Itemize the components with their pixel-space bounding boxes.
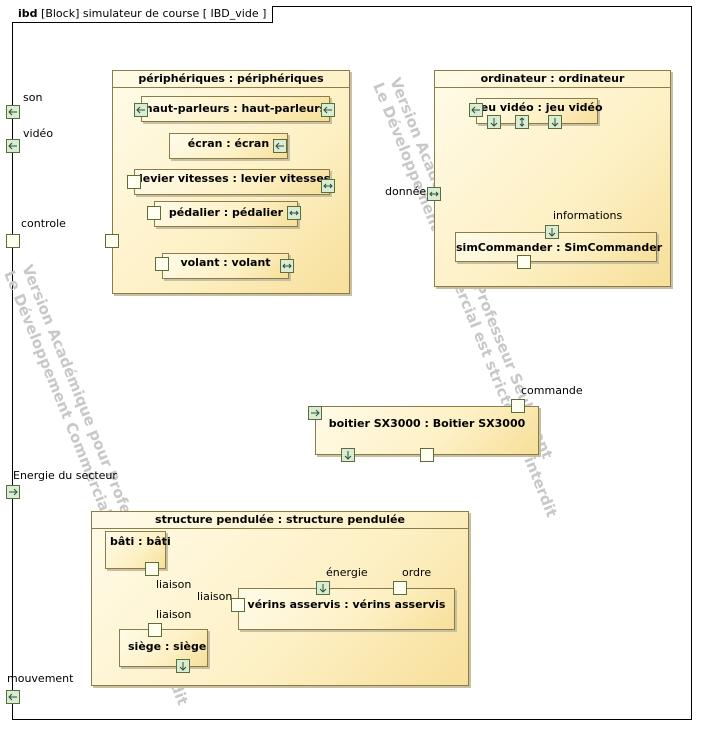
part-volant[interactable]: volant : volant (162, 253, 289, 279)
part-label: boitier SX3000 : Boitier SX3000 (328, 417, 526, 430)
part-pedalier[interactable]: pédalier : pédalier (154, 201, 298, 227)
port-boitier-bottom-2[interactable] (420, 448, 434, 462)
port-haut-parleurs-left[interactable] (134, 103, 148, 117)
connector-label-liaison-1: liaison (156, 578, 192, 591)
double-arrow-icon (429, 191, 439, 197)
diagram-frame (12, 6, 692, 720)
part-levier[interactable]: levier vitesses : levier vitesses (134, 169, 330, 195)
port-boitier-bottom-1[interactable] (341, 448, 355, 462)
arrow-down-icon (319, 584, 327, 593)
part-label: siège : siège (128, 640, 207, 653)
arrow-left-icon (471, 106, 480, 114)
boundary-port-controle[interactable] (6, 234, 20, 248)
arrow-right-icon (9, 488, 18, 496)
part-title: périphériques : périphériques (113, 71, 349, 88)
port-pedalier-right[interactable] (287, 206, 301, 220)
port-siege-bottom[interactable] (176, 659, 190, 673)
part-verins[interactable]: vérins asservis : vérins asservis (238, 588, 455, 630)
part-boitier[interactable]: boitier SX3000 : Boitier SX3000 (315, 406, 539, 455)
port-volant-left[interactable] (155, 257, 169, 271)
part-label: simCommander : SimCommander (456, 241, 663, 254)
port-peripheriques-controle[interactable] (105, 234, 119, 248)
part-title: ordinateur : ordinateur (435, 71, 670, 88)
port-label-donnees: données (385, 185, 432, 198)
arrow-down-icon (551, 118, 559, 127)
part-label: jeu vidéo : jeu vidéo (477, 101, 603, 114)
port-boitier-commande[interactable] (511, 399, 525, 413)
port-jeu-video-left[interactable] (469, 103, 483, 117)
port-label-ordre: ordre (402, 566, 432, 579)
port-boitier-in[interactable] (308, 406, 322, 420)
port-label-controle: controle (21, 217, 66, 230)
part-label: bâti : bâti (110, 535, 171, 548)
port-verins-energie[interactable] (316, 581, 330, 595)
part-label: pédalier : pédalier (168, 206, 284, 219)
boundary-port-video[interactable] (6, 139, 20, 153)
port-simcommander-informations[interactable] (545, 225, 559, 239)
port-label-informations: informations (553, 209, 623, 222)
port-label-video: vidéo (23, 127, 54, 140)
arrow-left-icon (275, 142, 284, 150)
port-volant-right[interactable] (280, 259, 294, 273)
arrow-down-icon (548, 228, 556, 237)
port-label-son: son (23, 91, 43, 104)
port-jeu-video-b1[interactable] (487, 115, 501, 129)
arrow-left-icon (8, 693, 17, 701)
port-label-energie-verins: énergie (326, 566, 368, 579)
connector-label-liaison-2: liaison (197, 590, 233, 603)
boundary-port-energie[interactable] (6, 485, 20, 499)
arrow-left-icon (8, 142, 17, 150)
port-levier-left[interactable] (127, 175, 141, 189)
frame-title: [Block] simulateur de course [ IBD_vide … (41, 7, 267, 20)
part-label: vérins asservis : vérins asservis (247, 598, 446, 611)
part-label: haut-parleurs : haut-parleurs (144, 102, 327, 115)
arrow-down-icon (179, 662, 187, 671)
port-jeu-video-b3[interactable] (548, 115, 562, 129)
arrow-left-icon (323, 106, 332, 114)
part-title: structure pendulée : structure pendulée (92, 512, 468, 529)
frame-header: ibd [Block] simulateur de course [ IBD_v… (12, 6, 274, 23)
arrow-right-icon (311, 409, 320, 417)
part-label: écran : écran (187, 137, 270, 150)
arrow-left-icon (8, 108, 17, 116)
double-arrow-icon (519, 117, 525, 127)
arrow-down-icon (344, 451, 352, 460)
port-jeu-video-b2[interactable] (515, 115, 529, 129)
port-bati[interactable] (145, 562, 159, 576)
port-pedalier-left[interactable] (147, 206, 161, 220)
port-verins-left[interactable] (231, 598, 245, 612)
port-ordinateur-donnees[interactable] (427, 187, 441, 201)
arrow-left-icon (136, 106, 145, 114)
boundary-port-son[interactable] (6, 105, 20, 119)
connector-label-liaison-3: liaison (156, 608, 192, 621)
port-haut-parleurs-right[interactable] (321, 103, 335, 117)
port-label-commande: commande (521, 384, 583, 397)
part-simcommander[interactable]: simCommander : SimCommander (455, 232, 663, 262)
part-siege[interactable]: siège : siège (119, 629, 208, 667)
frame-kind: ibd (18, 7, 38, 20)
port-label-mouvement: mouvement (7, 672, 74, 685)
port-levier-right[interactable] (321, 179, 335, 193)
part-haut-parleurs[interactable]: haut-parleurs : haut-parleurs (141, 96, 330, 122)
boundary-port-mouvement[interactable] (6, 690, 20, 704)
part-label: levier vitesses : levier vitesses (139, 172, 331, 185)
part-ecran[interactable]: écran : écran (169, 133, 288, 159)
double-arrow-icon (289, 210, 299, 216)
port-verins-ordre[interactable] (393, 581, 407, 595)
port-siege-top[interactable] (148, 623, 162, 637)
arrow-down-icon (490, 118, 498, 127)
double-arrow-icon (323, 183, 333, 189)
port-label-energie: Energie du secteur (13, 469, 117, 482)
double-arrow-icon (282, 263, 292, 269)
port-simcommander-bottom[interactable] (517, 255, 531, 269)
port-ecran-right[interactable] (273, 139, 287, 153)
part-label: volant : volant (180, 256, 271, 269)
